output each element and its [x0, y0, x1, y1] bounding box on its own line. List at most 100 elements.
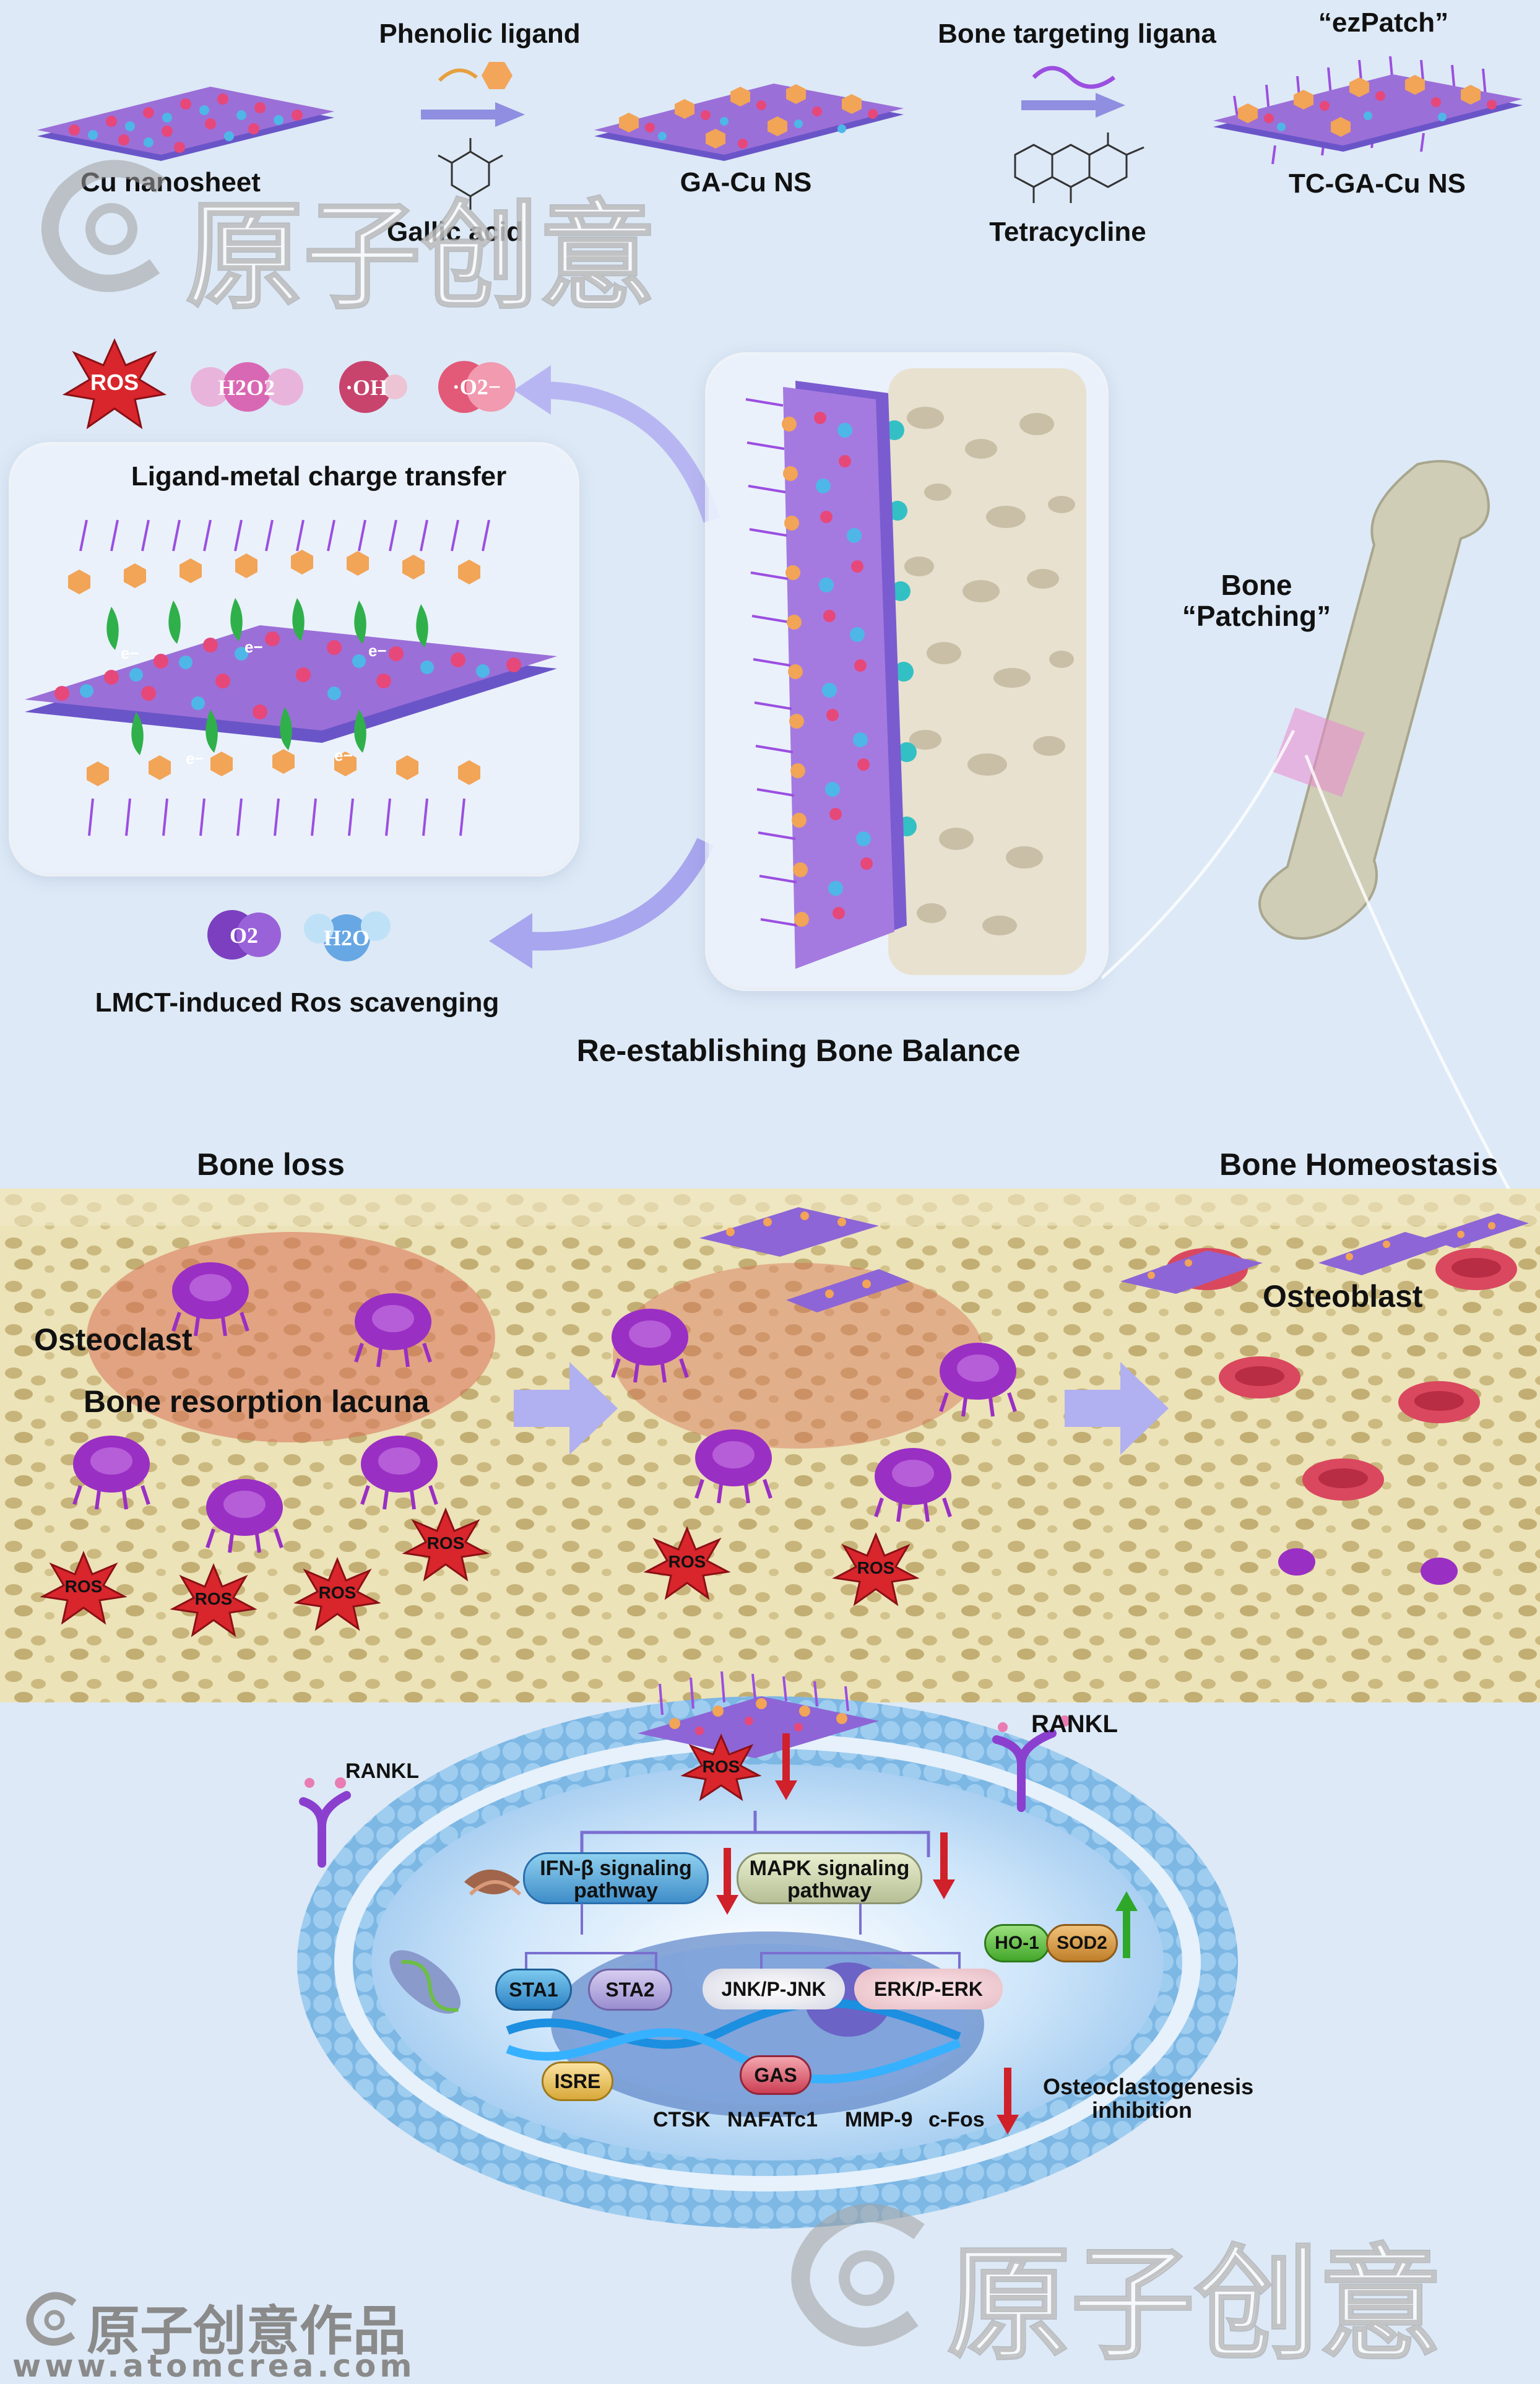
mini-nanosheet-icon — [1114, 1195, 1535, 1300]
down-arrow-icon — [715, 1848, 740, 1916]
footer-logo-icon — [25, 2291, 80, 2346]
osteoclast-cell — [347, 1288, 439, 1368]
mini-nanosheet-icon — [693, 1195, 916, 1319]
ros-star-icon: ROS — [402, 1507, 490, 1582]
signal-connectors — [489, 1904, 984, 1990]
progress-arrow-icon — [1065, 1362, 1170, 1455]
tc-ga-cu-ns-label: TC-GA-Cu NS — [1289, 168, 1466, 199]
osteoblast-label: Osteoblast — [1263, 1279, 1423, 1314]
watermark-brand: 原子创意 — [946, 2232, 1443, 2378]
curved-arrow-icon — [470, 836, 718, 978]
ros-label: ROS — [90, 370, 139, 395]
tetracycline-ligand-icon — [1027, 59, 1120, 96]
sta1-pill: STA1 — [495, 1969, 572, 2011]
ros-star-icon: ROS — [62, 337, 167, 430]
h2o2-label: H2O2 — [217, 375, 275, 400]
ros-label: ROS — [668, 1552, 706, 1571]
watermark-logo-icon — [37, 155, 180, 297]
ros-label: ROS — [194, 1589, 233, 1608]
oh-label: ·OH — [345, 375, 388, 400]
trabecular-bone-strip — [0, 1189, 1540, 1702]
ho1-pill: HO-1 — [984, 1924, 1050, 1962]
ros-label: ROS — [702, 1757, 740, 1776]
electron-label: e− — [186, 749, 204, 768]
gallic-acid-label: Gallic acid — [387, 217, 524, 247]
cell-membrane — [291, 1678, 1244, 2235]
down-arrow-icon — [932, 1832, 956, 1901]
inhibition-label: Osteoclastogenesis inhibition — [1043, 2074, 1254, 2123]
osteoclast-cell — [687, 1424, 780, 1504]
osteoblast-cell — [1433, 1244, 1520, 1294]
tc-ga-cu-nanosheet — [1201, 46, 1535, 170]
osteoclast-cell — [603, 1303, 696, 1384]
watermark-logo-icon — [786, 2198, 941, 2352]
hydroxyl-radical: ·OH — [328, 356, 409, 418]
superoxide-radical: ·O2− — [436, 353, 517, 421]
osteoblast-cell — [1300, 1455, 1386, 1504]
osteoclast-cell — [1275, 1545, 1318, 1582]
osteoclast-label: Osteoclast — [34, 1322, 192, 1357]
osteoclast-cell — [65, 1430, 158, 1511]
magnified-bone-structure — [721, 368, 1092, 975]
ros-label: ROS — [318, 1583, 357, 1602]
sod2-pill: SOD2 — [1046, 1924, 1118, 1962]
osteoblast-cell — [1216, 1353, 1303, 1402]
osteoclast-cell — [353, 1430, 446, 1511]
ifn-pathway-pill: IFN-β signaling pathway — [523, 1852, 709, 1904]
bone-targeting-label: Bone targeting ligana — [938, 19, 1216, 49]
ezpatch-label: “ezPatch” — [1318, 7, 1449, 38]
pathway-bracket — [557, 1808, 953, 1863]
reaction-arrow-1 — [421, 102, 526, 127]
ros-star-icon: ROS — [643, 1526, 731, 1600]
jnk-pill: JNK/P-JNK — [703, 1969, 845, 2009]
electron-label: e− — [334, 746, 353, 765]
lmct-title: Ligand-metal charge transfer — [131, 461, 507, 492]
ga-cu-ns-label: GA-Cu NS — [680, 167, 812, 197]
osteoclast-cell — [867, 1442, 959, 1523]
ros-star-icon: ROS — [832, 1532, 920, 1606]
femur-bone — [1176, 446, 1510, 972]
ros-star-icon: ROS — [680, 1733, 762, 1801]
sta2-pill: STA2 — [588, 1969, 672, 2011]
phenolic-ligand-icon — [433, 56, 532, 93]
h2o-label: H2O — [323, 925, 370, 950]
lmct-structure — [25, 508, 569, 867]
ros-star-icon: ROS — [40, 1551, 128, 1625]
o2-radical-label: ·O2− — [452, 375, 501, 399]
tetracycline-label: Tetracycline — [989, 217, 1146, 247]
reaction-arrow-2 — [1021, 93, 1127, 118]
ctsk-label: CTSK — [653, 2108, 711, 2131]
electron-label: e− — [368, 641, 387, 660]
bone-loss-label: Bone loss — [197, 1147, 345, 1182]
cu-nanosheet — [25, 80, 347, 167]
phenolic-ligand-label: Phenolic ligand — [379, 19, 581, 49]
o2-label: O2 — [229, 923, 259, 948]
o2-molecule: O2 — [204, 904, 285, 966]
ros-star-icon: ROS — [170, 1563, 257, 1637]
bone-homeostasis-label: Bone Homeostasis — [1219, 1147, 1499, 1182]
ros-label: ROS — [857, 1558, 895, 1577]
gallic-acid-structure-icon — [427, 133, 514, 214]
footer-url: www.atomcrea.com — [12, 2348, 416, 2384]
down-arrow-icon — [995, 2068, 1020, 2136]
h2o2-molecule: H2O2 — [186, 356, 303, 418]
zoom-connector — [1101, 681, 1535, 1238]
lacuna-label: Bone resorption lacuna — [84, 1384, 430, 1419]
gas-pill: GAS — [740, 2055, 811, 2095]
isre-pill: ISRE — [542, 2061, 613, 2101]
ga-cu-nanosheet — [582, 74, 916, 173]
osteoclast-cell — [1417, 1554, 1461, 1591]
erk-pill: ERK/P-ERK — [854, 1969, 1003, 2009]
cfos-label: c-Fos — [928, 2108, 985, 2131]
rankl-receptor-icon — [297, 1771, 390, 1876]
electron-label: e− — [121, 644, 139, 662]
nfatc1-label: NAFATc1 — [727, 2108, 818, 2131]
rebalance-label: Re-establishing Bone Balance — [576, 1033, 1021, 1068]
ros-star-icon: ROS — [293, 1557, 381, 1631]
osteoclast-cell — [932, 1337, 1024, 1418]
rankl-receptor-icon — [984, 1696, 1083, 1814]
tetracycline-structure-icon — [990, 130, 1151, 210]
curved-arrow-icon — [508, 365, 730, 526]
osteoblast-cell — [1396, 1377, 1482, 1427]
mapk-pathway-pill: MAPK signaling pathway — [737, 1852, 922, 1904]
